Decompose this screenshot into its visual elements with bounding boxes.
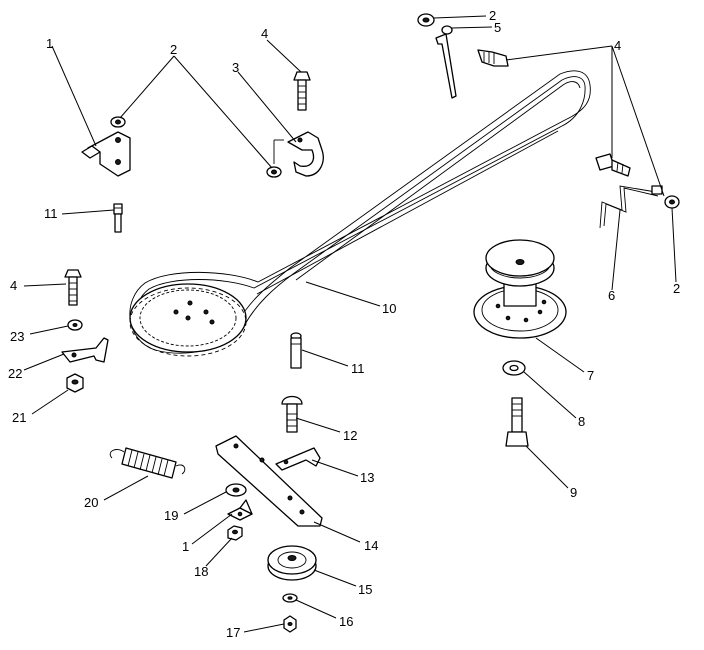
drive-belt [129,70,591,357]
shoulder-bolt [595,153,631,177]
flat-washer [502,360,526,376]
callout-2: 2 [489,8,496,23]
callout-4: 4 [10,278,17,293]
idler-arm [215,435,323,527]
callout-11: 11 [44,206,58,221]
callout-11: 11 [351,361,365,376]
idler-pulley [267,545,317,581]
hex-nut [664,195,680,209]
callout-23: 23 [10,329,24,344]
extension-spring [109,447,186,479]
mounting-bracket [81,131,131,177]
hex-nut [66,373,84,393]
hex-nut [110,116,126,128]
callout-14: 14 [364,538,378,553]
spring-clip [275,447,321,471]
callout-4: 4 [261,26,268,41]
callout-10: 10 [382,301,396,316]
callout-19: 19 [164,508,178,523]
callout-16: 16 [339,614,353,629]
shoulder-bolt [290,332,302,369]
hex-nut [417,13,435,27]
hex-nut [227,525,243,541]
lock-washer [441,25,453,35]
callout-22: 22 [8,366,22,381]
callout-12: 12 [343,428,357,443]
hex-bolt [64,269,82,306]
callout-5: 5 [494,20,501,35]
callout-3: 3 [232,60,239,75]
hex-nut [266,166,282,178]
leader-lines [23,15,677,633]
double-pulley [473,239,567,339]
belt-guide-bracket [273,131,324,177]
callout-21: 21 [12,410,26,425]
callout-9: 9 [570,485,577,500]
flat-washer [67,319,83,331]
flat-washer [225,483,247,497]
callout-1: 1 [182,539,189,554]
spacer-bracket [227,499,253,521]
belt-guide-rod [599,185,663,229]
shoulder-bolt [113,203,123,233]
callout-2: 2 [673,281,680,296]
callout-20: 20 [84,495,98,510]
flat-washer [282,593,298,603]
callout-4: 4 [614,38,621,53]
callout-6: 6 [608,288,615,303]
callout-17: 17 [226,625,240,640]
callout-18: 18 [194,564,208,579]
callout-15: 15 [358,582,372,597]
callout-2: 2 [170,42,177,57]
idler-bracket [61,337,109,363]
shoulder-bolt [477,49,509,67]
callout-7: 7 [587,368,594,383]
belt-guide-rod [435,33,457,99]
hex-nut [283,615,297,633]
hex-bolt [293,71,311,111]
hex-bolt [505,397,529,447]
callout-13: 13 [360,470,374,485]
callout-1: 1 [46,36,53,51]
callout-labels: 1 2 4 3 2 5 4 11 4 6 2 23 10 22 11 7 21 … [8,8,680,640]
carriage-bolt [281,395,303,433]
callout-8: 8 [578,414,585,429]
